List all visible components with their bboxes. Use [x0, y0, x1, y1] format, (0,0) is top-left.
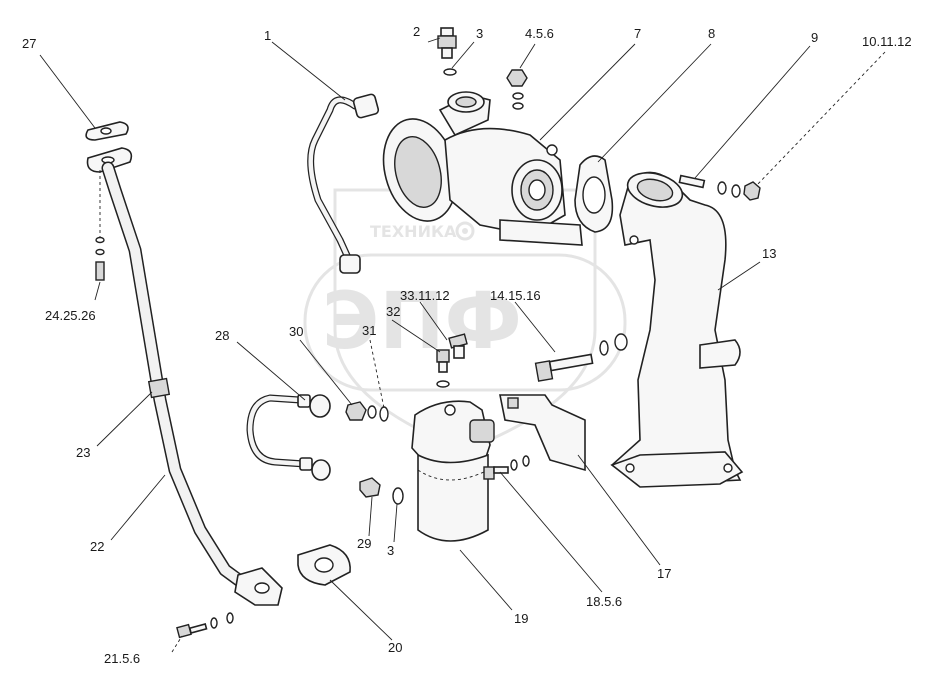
callout-19: 19	[514, 611, 528, 626]
callout-3b: 3	[387, 543, 394, 558]
callout-8: 8	[708, 26, 715, 41]
part-1-oil-pipe	[307, 93, 380, 274]
leader-lines	[39, 37, 886, 653]
callout-31: 31	[362, 323, 376, 338]
callout-17: 17	[657, 566, 671, 581]
callout-32: 32	[386, 304, 400, 319]
watermark: ТЕХНИКА ЭПФ	[303, 188, 627, 452]
part-8-gasket	[574, 155, 614, 233]
callout-27: 27	[22, 36, 36, 51]
part-3-ring	[392, 487, 404, 505]
callout-7: 7	[634, 26, 641, 41]
part-18-5-6-bolt	[483, 455, 530, 480]
part-14-15-16-bolt	[534, 333, 628, 382]
part-9-stud	[678, 174, 706, 189]
part-29-plug	[359, 477, 381, 498]
part-20-gasket	[297, 544, 351, 586]
part-30-31-fitting	[345, 401, 389, 422]
part-17-bracket	[499, 394, 586, 472]
callout-29: 29	[357, 536, 371, 551]
watermark-text: ТЕХНИКА	[370, 222, 457, 241]
callout-9: 9	[811, 30, 818, 45]
callout-13: 13	[762, 246, 776, 261]
callout-2: 2	[413, 24, 420, 39]
callout-10-11-12: 10.11.12	[862, 34, 912, 49]
callout-14-15-16: 14.15.16	[490, 288, 541, 303]
part-32-33-fitting	[436, 333, 468, 388]
part-27-gasket	[85, 121, 129, 141]
callout-4-5-6: 4.5.6	[525, 26, 554, 41]
part-23-bracket	[147, 377, 171, 399]
part-24-25-26-bolt	[95, 236, 105, 281]
callout-30: 30	[289, 324, 303, 339]
part-22-drain-pipe	[86, 147, 283, 606]
callout-24-25-26: 24.25.26	[45, 308, 96, 323]
callout-21-5-6: 21.5.6	[104, 651, 140, 666]
watermark-logo: ЭПФ	[322, 277, 522, 367]
part-13-exhaust-pipe	[610, 171, 744, 488]
part-7-turbocharger	[382, 91, 583, 246]
callout-22: 22	[90, 539, 104, 554]
part-21-5-6-bolt	[176, 612, 234, 639]
part-2-fitting	[437, 27, 457, 76]
callout-33-11-12: 33.11.12	[400, 288, 450, 303]
callout-23: 23	[76, 445, 90, 460]
callout-18-5-6: 18.5.6	[586, 594, 622, 609]
callout-3a: 3	[476, 26, 483, 41]
gear-icon	[455, 221, 475, 241]
callout-28: 28	[215, 328, 229, 343]
part-19-oil-filter	[411, 400, 495, 542]
callout-labels: 1 2 3 4.5.6 7 8 9 10.11.12 27 13 24.25.2…	[22, 24, 912, 666]
part-10-11-12-nut-washers	[717, 181, 761, 201]
callout-1: 1	[264, 28, 271, 43]
part-4-5-6-nut	[506, 69, 528, 110]
callout-20: 20	[388, 640, 402, 655]
part-28-u-tube	[246, 394, 331, 481]
